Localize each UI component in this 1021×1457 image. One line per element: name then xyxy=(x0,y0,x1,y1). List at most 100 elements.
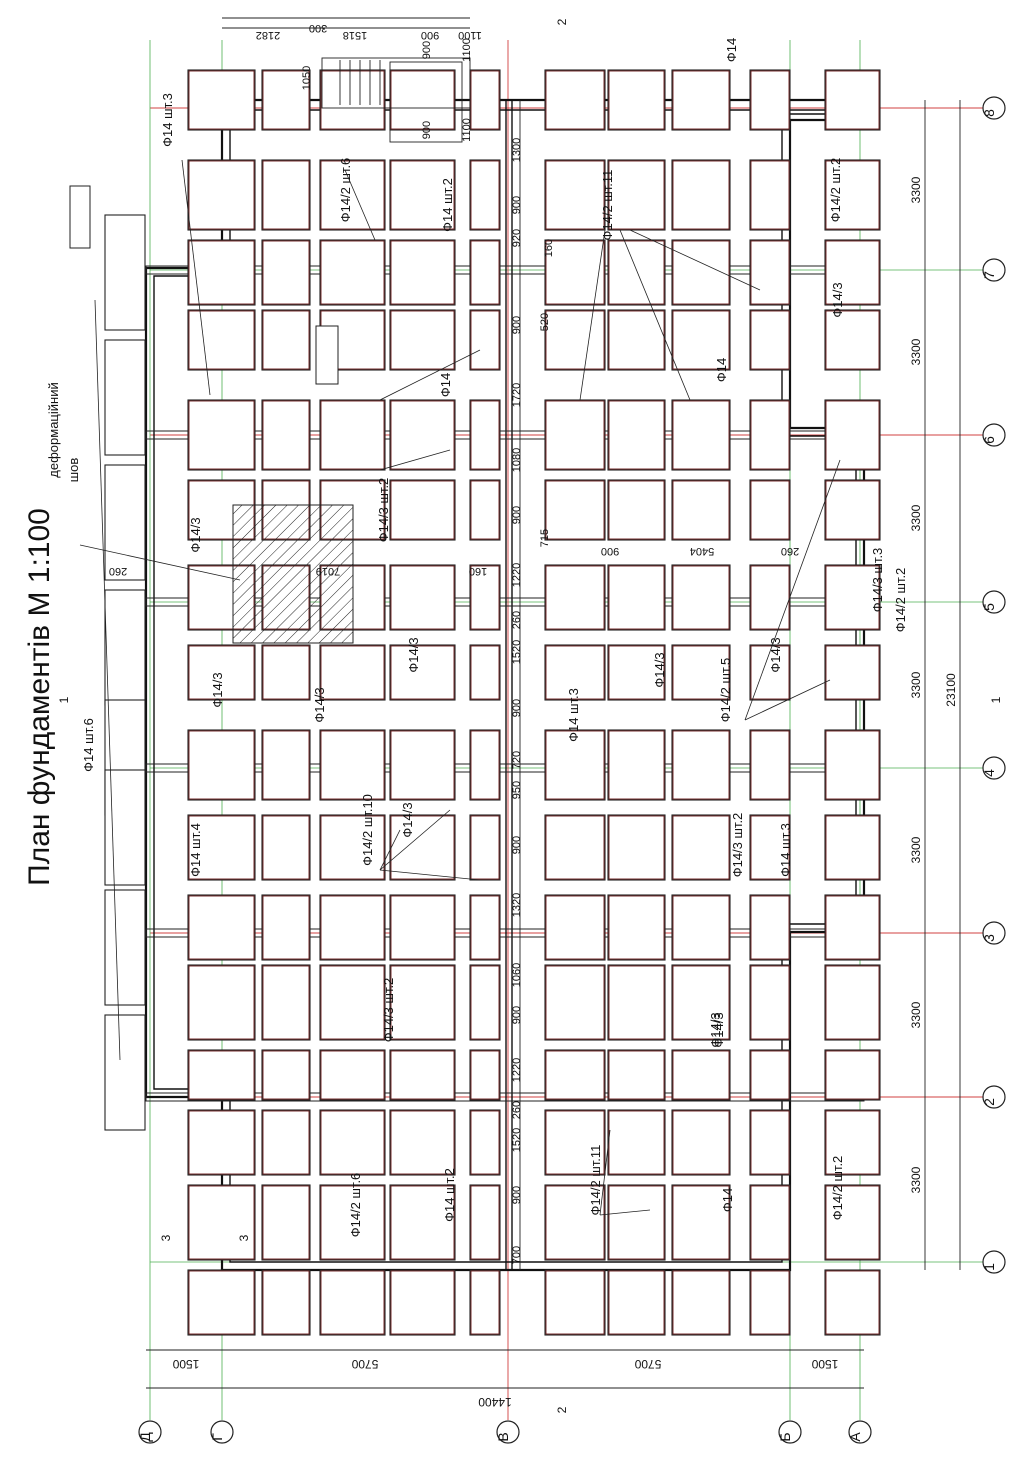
pad-inner xyxy=(262,1185,310,1260)
pad-block xyxy=(469,644,501,701)
dim-center-24: 900 xyxy=(421,121,433,139)
rebar-label-l9: Ф14 xyxy=(714,358,729,382)
pad-inner xyxy=(608,645,665,700)
dim-center-18: 900 xyxy=(511,316,523,334)
pad-block xyxy=(749,239,791,306)
axis-label-Д: Д xyxy=(137,1432,153,1442)
rebar-label-l3: Ф14 шт.2 xyxy=(440,178,455,232)
side-block xyxy=(104,339,146,456)
pad-inner xyxy=(320,815,385,880)
pad-block xyxy=(261,814,311,881)
pad-inner xyxy=(470,1110,500,1175)
pad-block xyxy=(319,1184,386,1261)
pad-inner xyxy=(262,645,310,700)
pad-inner xyxy=(262,1110,310,1175)
rebar-label-l6: Ф14/2 шт.2 xyxy=(828,158,843,223)
axis-bubble-2 xyxy=(982,1085,1006,1109)
pad-inner xyxy=(545,895,605,960)
pad-inner xyxy=(470,565,500,630)
pad-block xyxy=(544,159,606,231)
level-box-1 xyxy=(69,185,91,249)
pad-inner xyxy=(262,895,310,960)
pad-block xyxy=(389,644,456,701)
axis-label-5: 5 xyxy=(981,603,997,611)
pad-inner xyxy=(320,70,385,130)
side-block xyxy=(104,889,146,1006)
pad-inner xyxy=(390,565,455,630)
pad-inner xyxy=(608,400,665,470)
pad-block xyxy=(544,1269,606,1336)
pad-inner xyxy=(750,815,790,880)
pad-block xyxy=(749,814,791,881)
pad-block xyxy=(749,964,791,1041)
rebar-label-l4: Ф14/2 шт.11 xyxy=(600,170,615,241)
pad-inner xyxy=(608,160,665,230)
rebar-label-l13: Ф14/2 шт.2 xyxy=(893,568,908,633)
pad-block xyxy=(824,1049,881,1101)
rebar-label-l29: Ф14 шт.2 xyxy=(442,1168,457,1222)
dim-right-1: 3300 xyxy=(909,1001,923,1028)
side-block xyxy=(104,769,146,886)
dim-bottom-total: 14400 xyxy=(478,1395,512,1409)
pad-block xyxy=(544,1049,606,1101)
dim-center-19: 520 xyxy=(539,313,551,331)
pad-block xyxy=(544,1184,606,1261)
dimensions-center: 7009001520260122090010601320900950720900… xyxy=(109,38,799,1264)
pad-block xyxy=(824,1269,881,1336)
pad-block xyxy=(544,309,606,371)
rebar-label-l33: Ф14/3 xyxy=(210,672,225,707)
pad-block xyxy=(187,894,256,961)
pad-block xyxy=(671,69,731,131)
pad-inner xyxy=(750,895,790,960)
staircase xyxy=(321,57,471,143)
pad-inner xyxy=(188,815,255,880)
pad-inner xyxy=(470,310,500,370)
pad-block xyxy=(749,309,791,371)
dim-center-2: 1520 xyxy=(511,1128,523,1152)
pad-inner xyxy=(825,480,880,540)
pad-inner xyxy=(188,160,255,230)
pad-block xyxy=(824,729,881,801)
pad-inner xyxy=(470,895,500,960)
pad-inner xyxy=(470,70,500,130)
pad-block xyxy=(469,399,501,471)
pad-inner xyxy=(188,310,255,370)
dim-bottom-1: 5700 xyxy=(351,1357,378,1371)
section-mark-3b: 3 xyxy=(237,1234,251,1241)
pad-block xyxy=(607,399,666,471)
dim-center-21: 900 xyxy=(511,196,523,214)
rebar-label-l17: Ф14/3 xyxy=(768,637,783,672)
pad-block xyxy=(389,1269,456,1336)
pad-inner xyxy=(320,160,385,230)
pad-block xyxy=(319,1049,386,1101)
pad-block xyxy=(261,1049,311,1101)
axis-bubble-Д xyxy=(138,1420,162,1444)
pad-block xyxy=(671,814,731,881)
pad-block xyxy=(824,159,881,231)
axis-bubble-Б xyxy=(778,1420,802,1444)
pad-inner xyxy=(390,1185,455,1260)
pad-block xyxy=(469,564,501,631)
rebar-label-l32: Ф14/2 шт.2 xyxy=(830,1156,845,1221)
section-mark-2a: 2 xyxy=(555,18,569,25)
pad-block xyxy=(319,69,386,131)
pad-inner xyxy=(545,480,605,540)
pad-block xyxy=(824,239,881,306)
pad-inner xyxy=(825,240,880,305)
pad-inner xyxy=(320,1050,385,1100)
pad-inner xyxy=(188,1270,255,1335)
pad-block xyxy=(749,894,791,961)
pad-inner xyxy=(470,1050,500,1100)
pad-block xyxy=(469,729,501,801)
dim-bottom-0: 1500 xyxy=(172,1357,199,1371)
axis-bubble-5 xyxy=(982,590,1006,614)
pad-inner xyxy=(545,70,605,130)
pad-inner xyxy=(390,400,455,470)
pad-block xyxy=(261,1269,311,1336)
pad-inner xyxy=(545,310,605,370)
joint-label-line1: деформаційний xyxy=(46,382,61,477)
pad-block xyxy=(671,644,731,701)
pad-inner xyxy=(188,1110,255,1175)
